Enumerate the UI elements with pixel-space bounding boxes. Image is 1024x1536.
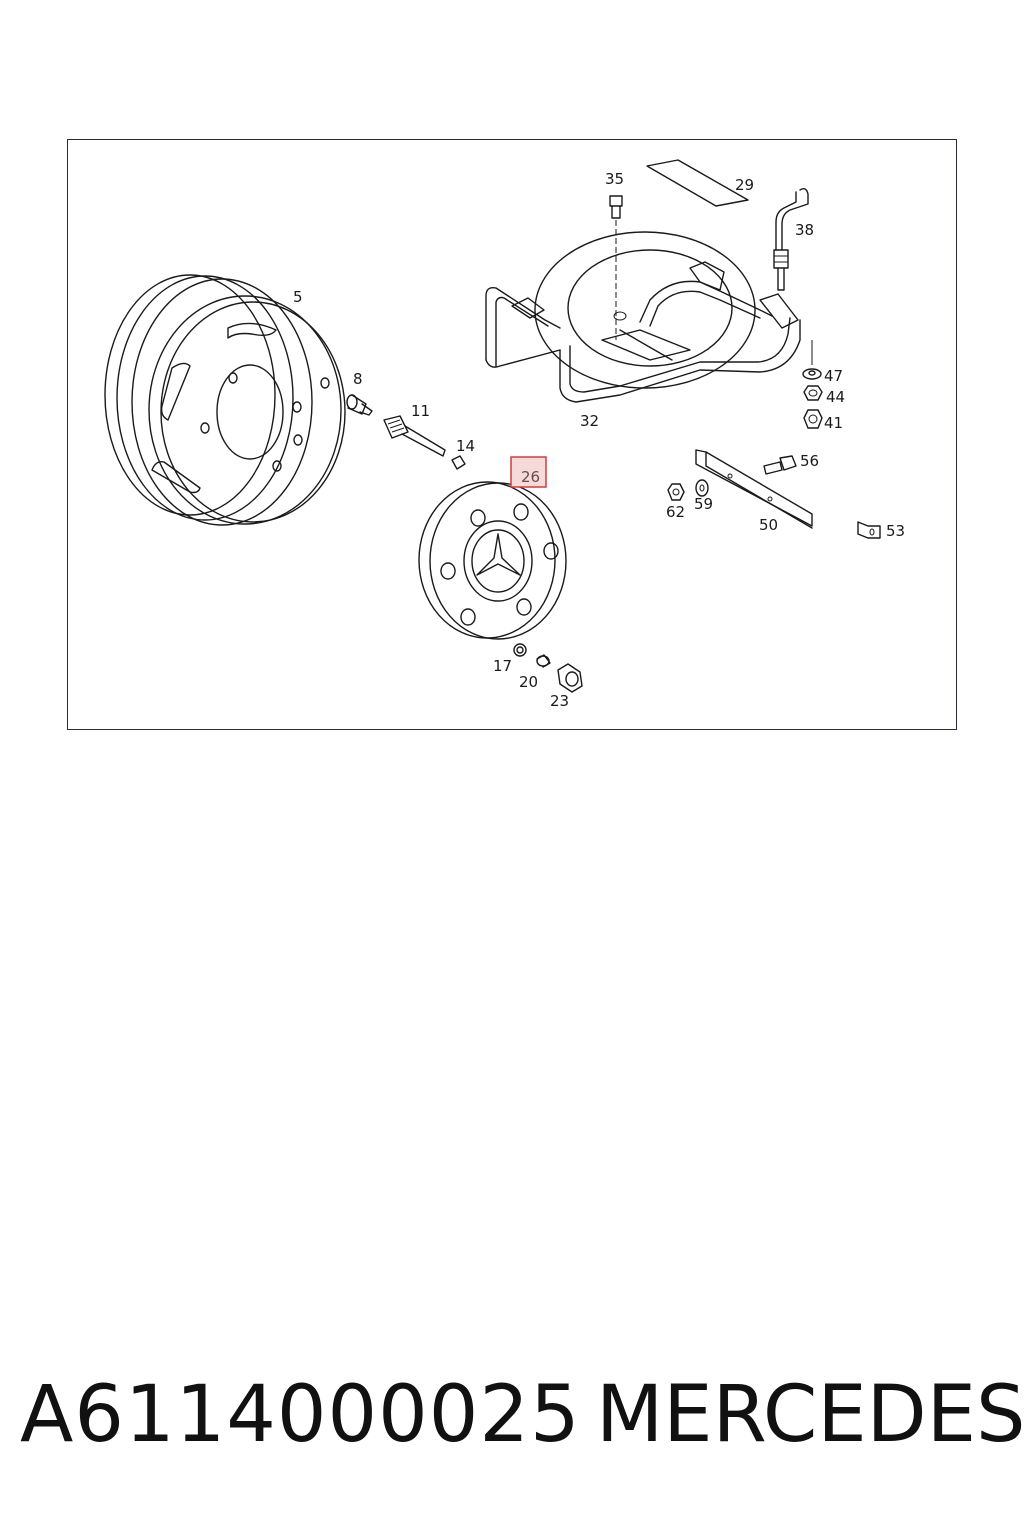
nut-part-17 [513, 643, 527, 657]
washer-part-59 [695, 479, 709, 497]
label-62: 62 [666, 503, 685, 521]
valve-extension-part-11 [383, 415, 446, 457]
nut-part-41 [803, 409, 823, 429]
label-50: 50 [759, 516, 778, 534]
hose-part-38 [773, 187, 809, 291]
valve-part-8 [346, 394, 373, 416]
spare-wheel-carrier-part-32 [485, 231, 801, 403]
label-41: 41 [824, 414, 843, 432]
wheel-cover-part-26 [418, 481, 567, 640]
label-32: 32 [580, 412, 599, 430]
bolt-part-35 [609, 195, 623, 340]
highlight-box-26 [510, 456, 547, 488]
wheel-rim-part-5 [104, 274, 346, 526]
label-53: 53 [886, 522, 905, 540]
nut-part-44 [803, 385, 823, 401]
label-20: 20 [519, 673, 538, 691]
label-59: 59 [694, 495, 713, 513]
parts-diagram-frame [67, 139, 957, 730]
label-35: 35 [605, 170, 624, 188]
label-38: 38 [795, 221, 814, 239]
label-44: 44 [826, 388, 845, 406]
label-14: 14 [456, 437, 475, 455]
label-23: 23 [550, 692, 569, 710]
label-8: 8 [353, 370, 363, 388]
label-56: 56 [800, 452, 819, 470]
nut-part-62 [667, 483, 685, 501]
label-11: 11 [411, 402, 430, 420]
clip-part-53 [857, 521, 881, 539]
label-47: 47 [824, 367, 843, 385]
label-29: 29 [735, 176, 754, 194]
label-17: 17 [493, 657, 512, 675]
brand-name: MERCEDES [596, 1370, 1024, 1460]
footer: A6114000025 MERCEDES [0, 1370, 1024, 1470]
label-26: 26 [521, 468, 540, 486]
valve-cap-part-14 [451, 455, 466, 470]
cap-part-20 [536, 654, 551, 668]
bolt-part-56 [763, 455, 797, 475]
part-number: A6114000025 [20, 1370, 581, 1460]
parts-diagram: 5 8 11 14 17 20 23 26 29 32 35 38 41 44 … [104, 159, 905, 710]
label-5: 5 [293, 288, 303, 306]
bracket-part-50 [695, 449, 813, 529]
plate-part-29 [646, 159, 749, 207]
lug-nut-part-23 [557, 663, 583, 693]
washer-part-47 [802, 368, 822, 380]
